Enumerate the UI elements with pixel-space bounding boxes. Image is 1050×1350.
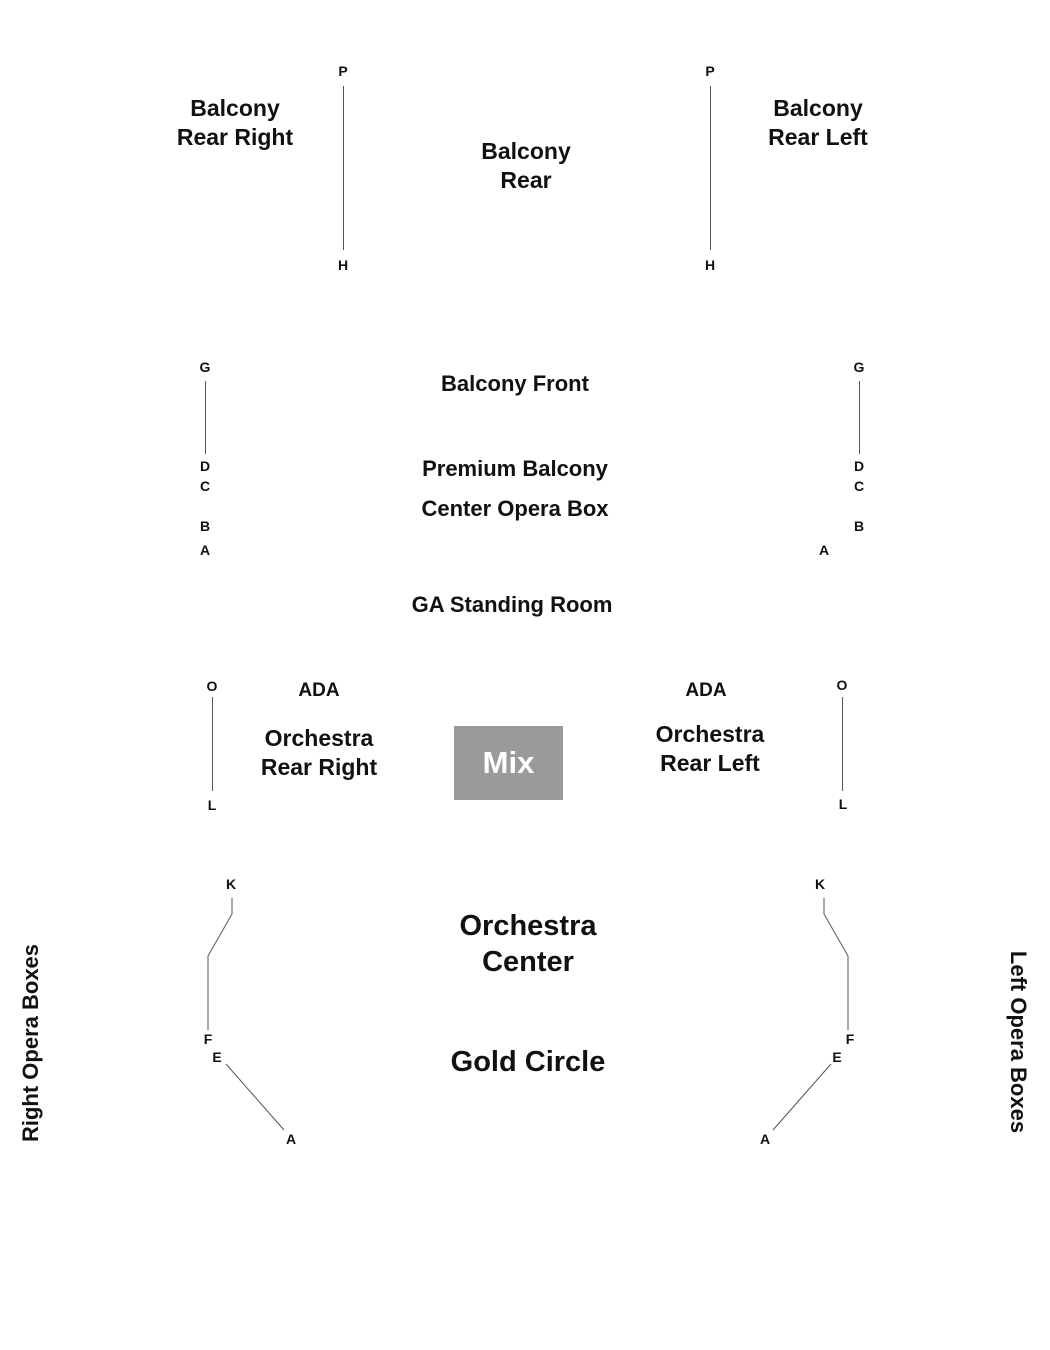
row-label: P — [705, 63, 715, 79]
section-label: Balcony — [190, 95, 280, 121]
row-label: L — [838, 796, 848, 812]
section-label: Left Opera Boxes — [1006, 950, 1031, 1134]
row-label: D — [199, 458, 211, 474]
row-label: P — [338, 63, 348, 79]
section-label: Rear Left — [768, 123, 868, 150]
row-label: F — [203, 1031, 213, 1047]
section-label: Orchestra — [655, 721, 765, 747]
section-ada-right[interactable]: ADA — [298, 679, 339, 703]
section-label: Balcony — [481, 138, 571, 164]
row-line-orchestra-center-left — [823, 898, 849, 1030]
row-label: A — [818, 542, 830, 558]
row-label: K — [225, 876, 237, 892]
section-center-opera-box[interactable]: Center Opera Box — [421, 495, 608, 523]
row-label: C — [853, 478, 865, 494]
row-label: C — [199, 478, 211, 494]
section-orchestra-center[interactable]: Orchestra Center — [459, 908, 596, 981]
section-label: Center Opera Box — [421, 496, 609, 521]
row-label: E — [832, 1049, 842, 1065]
row-label: B — [199, 518, 211, 534]
section-right-opera-boxes[interactable]: Right Opera Boxes — [18, 943, 43, 1143]
mix-label: Mix — [482, 745, 535, 780]
section-orchestra-rear-left[interactable]: Orchestra Rear Left — [656, 720, 765, 778]
row-line-orchestra-center-right — [207, 898, 233, 1030]
section-balcony-rear-right[interactable]: Balcony Rear Right — [177, 94, 293, 152]
section-left-opera-boxes[interactable]: Left Opera Boxes — [1006, 950, 1031, 1134]
row-label: H — [704, 257, 716, 273]
section-label: Rear Right — [260, 753, 378, 780]
row-label: F — [845, 1031, 855, 1047]
section-ga-standing-room[interactable]: GA Standing Room — [412, 591, 613, 619]
section-balcony-rear-left[interactable]: Balcony Rear Left — [768, 94, 868, 152]
row-label: O — [836, 677, 848, 693]
section-label: ADA — [298, 680, 340, 701]
section-label: Rear — [500, 166, 552, 193]
row-label: G — [199, 359, 211, 375]
row-line-gold-circle-left — [772, 1063, 832, 1131]
section-label: GA Standing Room — [411, 592, 613, 617]
row-label: A — [199, 542, 211, 558]
section-ada-left[interactable]: ADA — [685, 679, 726, 703]
section-label: Orchestra — [459, 910, 597, 942]
section-balcony-front[interactable]: Balcony Front — [441, 370, 589, 398]
section-premium-balcony[interactable]: Premium Balcony — [422, 455, 608, 483]
row-label: B — [853, 518, 865, 534]
section-label: Balcony Front — [441, 371, 589, 396]
section-label: Gold Circle — [450, 1046, 606, 1078]
section-label: Premium Balcony — [422, 456, 608, 481]
row-line-gold-circle-right — [225, 1063, 285, 1131]
section-gold-circle[interactable]: Gold Circle — [451, 1044, 606, 1080]
row-label: E — [212, 1049, 222, 1065]
row-label: A — [285, 1131, 297, 1147]
mix-box[interactable]: Mix — [454, 726, 563, 800]
row-label: G — [853, 359, 865, 375]
row-label: D — [853, 458, 865, 474]
row-label: O — [206, 678, 218, 694]
section-label: Rear Right — [176, 123, 294, 150]
section-label: Center — [482, 946, 574, 979]
section-label: Right Opera Boxes — [18, 943, 43, 1143]
section-label: Rear Left — [660, 749, 760, 776]
row-label: H — [337, 257, 349, 273]
row-label: A — [759, 1131, 771, 1147]
row-label: L — [207, 797, 217, 813]
row-label: K — [814, 876, 826, 892]
section-label: Balcony — [773, 95, 863, 121]
section-orchestra-rear-right[interactable]: Orchestra Rear Right — [261, 724, 377, 782]
section-label: ADA — [685, 680, 727, 701]
section-label: Orchestra — [264, 725, 374, 751]
section-balcony-rear[interactable]: Balcony Rear — [481, 137, 570, 195]
